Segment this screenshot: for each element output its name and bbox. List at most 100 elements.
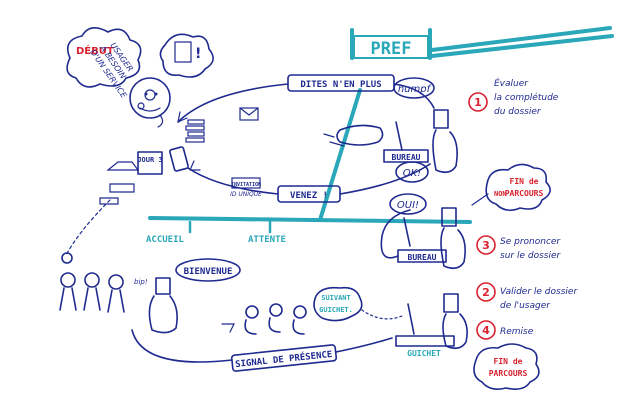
agent-2-head-icon — [441, 207, 457, 227]
waiting-body — [292, 319, 305, 335]
person-head-icon — [60, 272, 76, 288]
end-2-line1: FIN de — [494, 357, 523, 366]
step-4-line1: Remise — [500, 327, 534, 337]
attente-label: ATTENTE — [248, 235, 286, 245]
arrow-to-phone — [187, 167, 279, 195]
document-stack-icon — [185, 119, 205, 143]
oui-bubble — [389, 193, 427, 215]
ok-bubble — [395, 161, 429, 183]
waiting-people — [221, 303, 307, 335]
files-motion — [323, 133, 345, 147]
call-path — [361, 309, 403, 320]
humpf-bubble — [393, 77, 435, 99]
bienvenue-text: BIENVENUE — [184, 267, 233, 277]
welcome-agent-body — [148, 295, 178, 334]
bienvenue-bubble — [175, 258, 241, 282]
agent-3-body — [442, 313, 468, 350]
user-head-icon — [129, 77, 171, 119]
venez-text: VENEZ ! — [290, 191, 328, 201]
waiting-head-icon — [293, 305, 307, 319]
flow-arrow — [393, 83, 435, 109]
pref-building: PREF — [148, 26, 614, 224]
waiting-head-icon — [269, 303, 283, 317]
step-2-line2: de l'usager — [500, 301, 551, 311]
step-1-line2: la complétude — [494, 92, 559, 103]
person-head-icon — [84, 272, 100, 288]
arrow-head-icon — [189, 160, 201, 171]
signal-path-right — [335, 337, 393, 353]
end-1-line1: FIN de — [510, 177, 539, 186]
exclamation-icon: ! — [195, 46, 201, 62]
accueil-label: ACCUEIL — [146, 235, 185, 245]
top-bubble-text: DITES N'EN PLUS — [300, 80, 381, 90]
agent-1-head-icon — [433, 109, 449, 129]
step-4-num: 4 — [482, 324, 490, 337]
invitation-line2: ID UNIQUE — [230, 191, 262, 198]
end-1-line2: PARCOURS — [505, 189, 544, 198]
arrow-head-icon — [177, 111, 188, 123]
person-body — [83, 287, 101, 311]
arrow-to-user — [177, 83, 289, 123]
guichet-desk — [395, 335, 455, 347]
step-1-badge — [468, 92, 488, 112]
step-4-badge — [476, 320, 496, 340]
waiting-body — [268, 317, 281, 333]
pref-beam — [318, 88, 362, 222]
arrival-people — [59, 272, 125, 313]
step-1-line3: du dossier — [494, 107, 542, 117]
user-eye-icon — [144, 92, 148, 96]
top-bubble — [287, 74, 395, 92]
person-head-icon — [108, 274, 124, 290]
welcome-agent-head-icon — [155, 277, 171, 295]
step-1-num: 1 — [474, 96, 482, 109]
pref-floor — [148, 216, 472, 224]
desk-lamp — [403, 217, 411, 247]
suivant-bubble — [313, 286, 363, 322]
phone-icon — [169, 146, 189, 172]
oui-text: OUI! — [397, 200, 419, 211]
step-3-badge — [476, 235, 496, 255]
step-2-line1: Valider le dossier — [500, 287, 578, 297]
files-icon — [336, 124, 384, 146]
step-2-num: 2 — [482, 286, 490, 299]
mail-icon — [239, 107, 259, 121]
step-2-badge — [476, 282, 496, 302]
end-2-line2: PARCOURS — [489, 369, 528, 378]
bureau-1-label: BUREAU — [392, 153, 421, 162]
desk-lamp — [407, 303, 415, 335]
empty-chair-icon — [221, 323, 235, 333]
person-body — [107, 289, 125, 313]
agent-1-body — [432, 129, 458, 174]
agent-2-body — [440, 227, 466, 270]
suivant-line2: GUICHET. — [319, 306, 353, 314]
user-smile-icon — [139, 107, 161, 112]
arrival-pin-icon — [61, 252, 73, 264]
calendar-label: JOUR 3 — [137, 156, 162, 164]
pref-roof-line — [430, 34, 614, 58]
end-cloud-1 — [485, 163, 551, 212]
desk-lamp — [395, 121, 403, 151]
thought-cloud — [66, 27, 142, 88]
transport-icons — [99, 161, 140, 205]
pref-roof-line — [430, 26, 612, 52]
signal-path-left — [131, 329, 233, 363]
start-label: DÉBUT — [76, 44, 114, 57]
step-3-line2: sur le dossier — [500, 251, 561, 261]
document-thought — [159, 33, 214, 78]
person-body — [59, 287, 77, 311]
guichet-label: GUICHET — [407, 349, 441, 358]
waiting-body — [244, 319, 257, 335]
document-icon — [174, 41, 192, 63]
flow-arrow — [339, 163, 431, 195]
user-eye-icon — [154, 92, 158, 96]
waiting-head-icon — [245, 305, 259, 319]
calendar-icon — [137, 151, 163, 175]
invitation-card — [231, 177, 261, 189]
end-1-non: NON — [494, 190, 507, 198]
user-hand-icon — [157, 114, 164, 128]
zone-markers — [188, 220, 272, 234]
pref-label: PREF — [371, 39, 412, 59]
suivant-line1: SUIVANT — [321, 294, 351, 302]
